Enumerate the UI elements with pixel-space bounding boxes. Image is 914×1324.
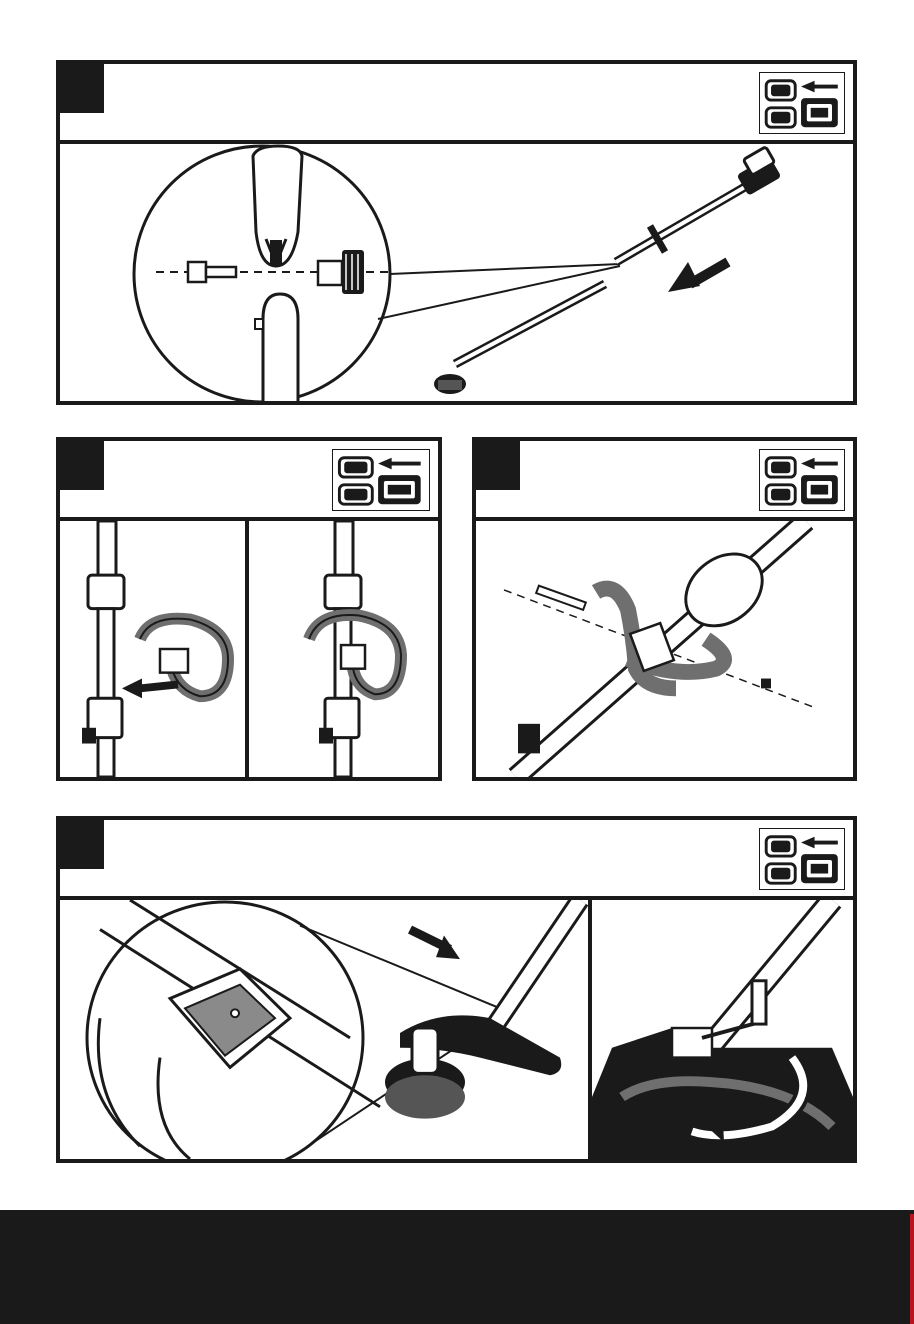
- step-header-2: [60, 441, 438, 521]
- step-header-1: [60, 64, 853, 144]
- battery-removed-icon: [759, 828, 845, 890]
- step-illustration-2a: [60, 521, 245, 777]
- step-header-4: [60, 820, 853, 900]
- step-number-block-1: [60, 64, 104, 113]
- step-panel-1: [56, 60, 857, 405]
- step-number-block-2: [60, 441, 104, 490]
- step-panel-2: [56, 437, 442, 781]
- step-illustration-4a: [60, 900, 588, 1159]
- footer-accent-edge: [910, 1214, 914, 1324]
- step-illustration-4b: [592, 900, 853, 1159]
- step-number-block-4: [60, 820, 104, 869]
- step-illustration-2b: [249, 521, 438, 777]
- battery-removed-icon: [759, 72, 845, 134]
- step-illustration-1: [60, 144, 853, 401]
- page-footer-bar: [0, 1210, 914, 1324]
- step-panel-3: [472, 437, 857, 781]
- step-illustration-3: [476, 521, 853, 777]
- step-panel-4: [56, 816, 857, 1163]
- step-number-block-3: [476, 441, 520, 490]
- battery-removed-icon: [759, 449, 845, 511]
- battery-removed-icon: [332, 449, 430, 511]
- step-header-3: [476, 441, 853, 521]
